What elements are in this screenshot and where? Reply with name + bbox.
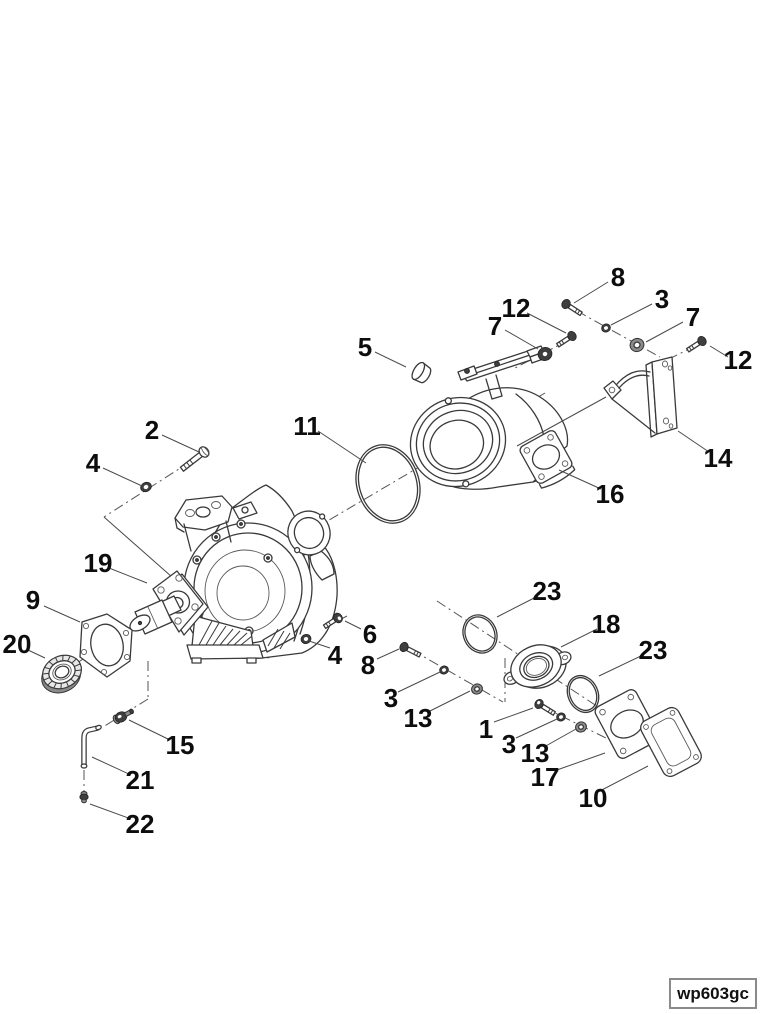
callout-12: 12: [502, 293, 531, 323]
callout-7: 7: [686, 302, 700, 332]
leader-line-15: [128, 719, 171, 741]
leader-line-3: [610, 303, 653, 326]
leader-line-5: [374, 351, 407, 368]
collar-18-drawing: [503, 644, 572, 689]
callout-15: 15: [166, 730, 195, 760]
leader-line-20: [27, 649, 46, 659]
pipe-21-drawing: [80, 724, 102, 769]
callout-14: 14: [704, 443, 733, 473]
outlet-elbow-drawing: [409, 345, 576, 490]
drawing-code-box: wp603gc: [669, 978, 757, 1009]
callout-23: 23: [639, 635, 668, 665]
plate-17-drawing: [594, 689, 660, 759]
callout-16: 16: [596, 479, 625, 509]
callout-6: 6: [363, 619, 377, 649]
callout-10: 10: [579, 783, 608, 813]
callout-4: 4: [328, 640, 343, 670]
leader-line-23: [496, 595, 539, 618]
leader-line-13: [427, 690, 471, 713]
fitting-22-drawing: [79, 791, 89, 804]
assembly-centerlines: [40, 310, 696, 792]
callout-7: 7: [488, 311, 502, 341]
leader-line-6: [344, 620, 362, 630]
gasket-9-drawing: [79, 613, 133, 678]
leader-line-21: [91, 756, 132, 776]
callout-3: 3: [655, 284, 669, 314]
leader-line-16: [558, 469, 602, 490]
callout-13: 13: [521, 738, 550, 768]
elbow-arm: [457, 345, 547, 400]
mounting-bracket-drawing: [516, 356, 678, 447]
leader-line-23: [598, 654, 644, 677]
callout-3: 3: [502, 729, 516, 759]
callout-22: 22: [126, 809, 155, 839]
leader-line-12: [709, 345, 729, 358]
elbow-flange: [519, 430, 576, 489]
pump-body-drawing: [129, 484, 338, 664]
leader-line-17: [553, 752, 606, 772]
leader-line-19: [108, 567, 148, 584]
o-ring-23-lower: [566, 674, 600, 714]
leader-line-13: [543, 728, 577, 748]
leader-line-11: [317, 430, 367, 464]
callout-13: 13: [404, 703, 433, 733]
callout-20: 20: [3, 629, 32, 659]
callout-12: 12: [724, 345, 753, 375]
leader-line-3: [515, 718, 558, 739]
callout-2: 2: [145, 415, 159, 445]
callout-9: 9: [26, 585, 40, 615]
callout-21: 21: [126, 765, 155, 795]
leader-line-1: [493, 707, 534, 723]
pump-inlet-flange: [174, 495, 258, 552]
leader-line-4: [102, 467, 143, 487]
callout-8: 8: [361, 650, 375, 680]
callout-3: 3: [384, 683, 398, 713]
callout-23: 23: [533, 576, 562, 606]
callout-18: 18: [592, 609, 621, 639]
callout-17: 17: [531, 762, 560, 792]
leader-line-9: [43, 605, 81, 623]
gasket-10-drawing: [640, 706, 702, 778]
pump-foot: [186, 615, 296, 664]
drawing-code: wp603gc: [677, 983, 749, 1003]
callout-1: 1: [479, 714, 493, 744]
fasteners: [140, 299, 707, 733]
leader-line-10: [597, 765, 649, 793]
callout-5: 5: [358, 332, 372, 362]
leader-line-7: [645, 321, 684, 343]
leader-line-8: [573, 281, 609, 304]
fitting-15-drawing: [112, 708, 134, 725]
leader-line-14: [677, 430, 710, 453]
leader-line-8: [376, 648, 400, 660]
leader-line-12: [526, 312, 567, 334]
leader-line-7: [504, 329, 539, 350]
leader-line-22: [89, 803, 132, 820]
pump-outlet-neck: [287, 510, 335, 581]
elbow-front-rings: [409, 396, 507, 488]
callout-11: 11: [293, 411, 321, 441]
leader-line-4: [308, 640, 331, 649]
callout-4: 4: [86, 448, 101, 478]
callout-19: 19: [84, 548, 113, 578]
leader-line-18: [560, 628, 598, 648]
gear-20-drawing: [41, 654, 82, 694]
o-ring-23-upper: [462, 614, 498, 654]
plug-5: [411, 361, 432, 384]
callout-8: 8: [611, 262, 625, 292]
leader-line-2: [161, 434, 200, 453]
leader-line-3: [397, 671, 441, 693]
